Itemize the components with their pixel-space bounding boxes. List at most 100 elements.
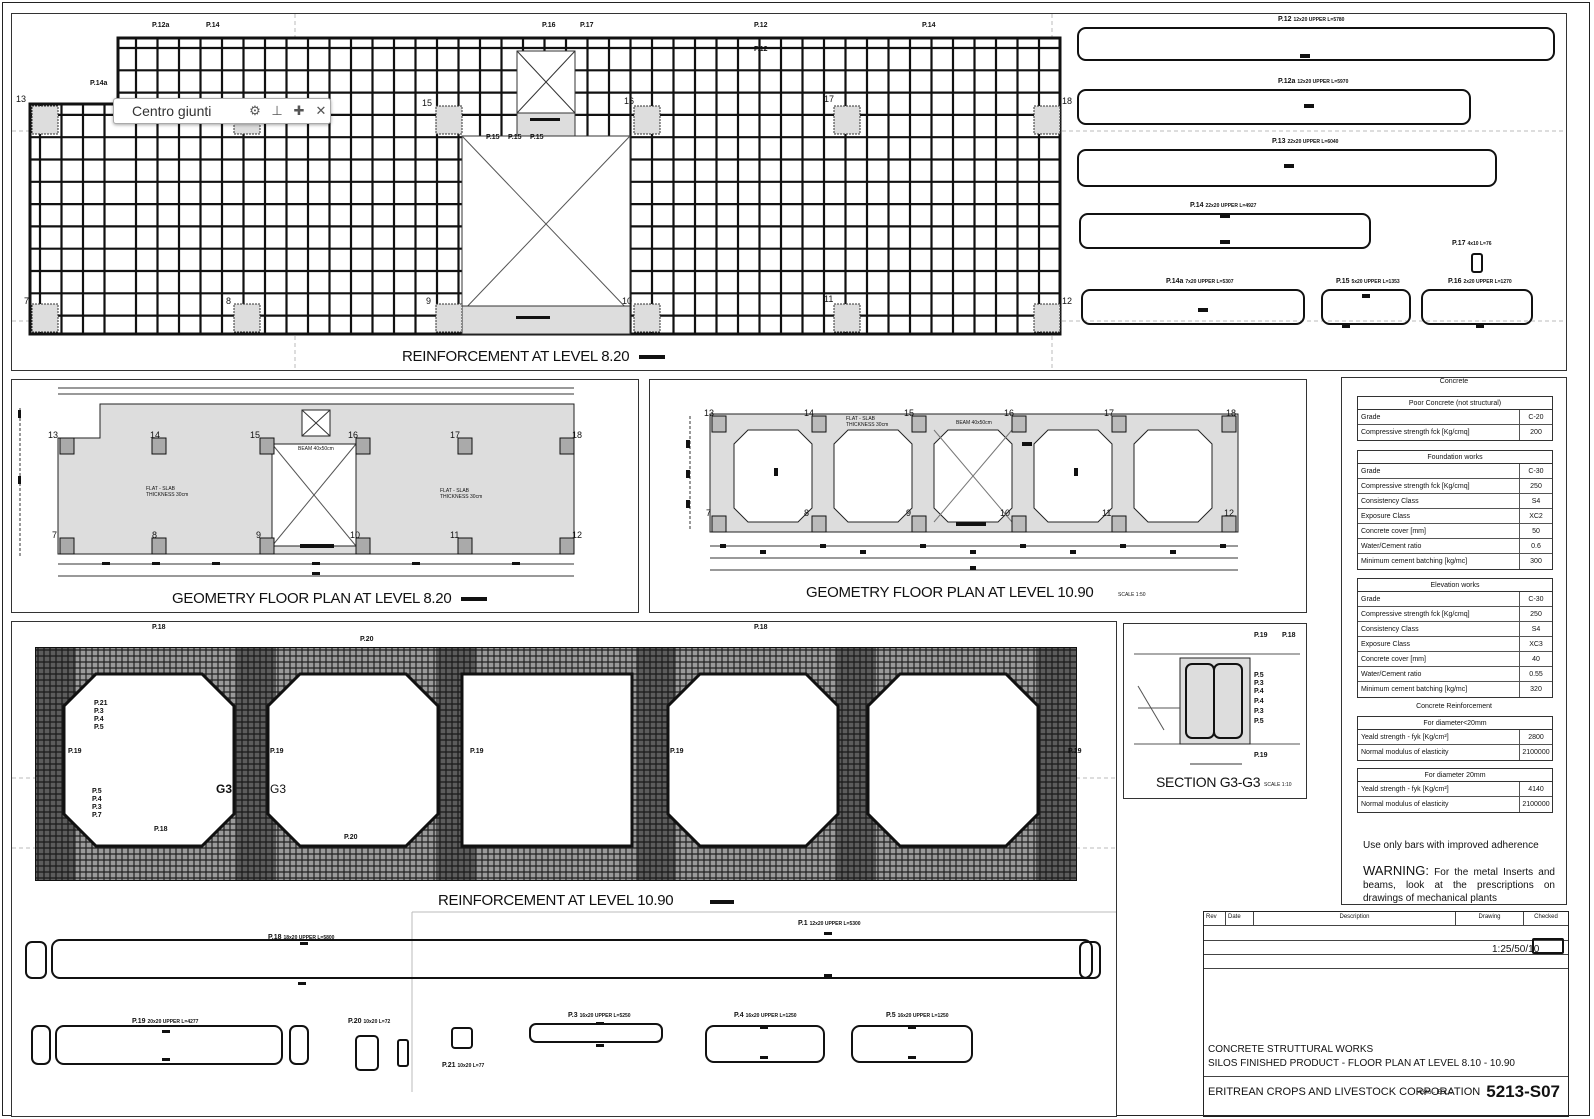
bar-schedule-shapes [1077,27,1555,328]
reinf-p20-bot: P.20 [344,834,358,841]
label-p15-b: P.15 [508,134,522,141]
schedule-p15: P.15 5x20 UPPER L=1353 [1336,278,1400,285]
geometry-820-plan [18,387,575,577]
section-mark-g3-right: G3 [270,782,287,796]
geo1090-axis-18: 18 [1226,408,1237,418]
reinf-p20-top: P.20 [360,636,374,643]
axis-15: 15 [422,98,433,108]
schedule-p14a: P.14a 7x20 UPPER L=5307 [1166,278,1234,285]
title-section-g3: SECTION G3-G3 [1156,774,1261,790]
label-p12: P.12 [754,22,768,29]
geo1090-axis-8: 8 [804,508,810,518]
axis-16: 16 [624,96,635,106]
spec-group-title: Foundation works [1358,451,1552,464]
geo820-axis-8: 8 [152,530,158,540]
geo820-axis-18: 18 [572,430,583,440]
geo1090-axis-17: 17 [1104,408,1115,418]
geo1090-axis-15: 15 [904,408,915,418]
schedule-p14: P.14 22x20 UPPER L=4927 [1190,202,1257,209]
label-p15-a: P.15 [486,134,500,141]
bar-schedule: P.12 12x20 UPPER L=5780 P.12a 12x20 UPPE… [1072,14,1566,370]
geometry-1090-plan [686,413,1239,571]
reinf-p3: P.3 [94,708,104,715]
label-p16: P.16 [542,22,556,29]
label-p14a: P.14a [90,80,108,87]
bar-p4: P.4 16x20 UPPER L=1250 [734,1012,797,1019]
geo820-axis-15: 15 [250,430,261,440]
reinf-p4-b: P.4 [92,796,102,803]
geo1090-axis-7: 7 [706,508,712,518]
geo820-axis-14: 14 [150,430,161,440]
panel-geometry-1090: 13 14 15 16 17 18 7 8 9 10 11 12 FLAT - … [649,379,1307,613]
spec-diameter-small: For diameter<20mm Yeald strength - fyk [… [1357,716,1553,761]
spec-reinforcement-title: Concrete Reinforcement [1416,703,1492,710]
plus-icon[interactable]: ✚ [293,103,305,118]
section-p19-bot: P.19 [1254,752,1268,759]
schedule-p17: P.17 4x10 L=76 [1452,240,1492,247]
title-block: Rev Date Description Drawing Checked 1:2… [1203,911,1569,1117]
geo820-axis-17: 17 [450,430,461,440]
panel-section-g3: P.19 P.18 P.5 P.3 P.4 P.4 P.3 P.5 P.19 S… [1123,623,1307,799]
bar-p18: P.18 18x20 UPPER L=5800 [268,934,335,941]
spec-row: Minimum cement batching [kg/mc]300 [1358,554,1552,569]
section-p19-top: P.19 [1254,632,1268,639]
section-p5-b: P.5 [1254,718,1264,725]
reinf-p7: P.7 [92,812,102,819]
project-title-1: CONCRETE STRUTTURAL WORKS [1208,1044,1374,1055]
close-icon[interactable]: ✕ [315,103,327,118]
geo1090-axis-11: 11 [1102,508,1112,518]
label-p15-c: P.15 [530,134,544,141]
section-p4-b: P.4 [1254,698,1264,705]
schedule-p13: P.13 22x20 UPPER L=6040 [1272,138,1339,145]
scale-geometry-1090: SCALE 1:50 [1118,592,1146,598]
gear-icon[interactable]: ⚙ [249,103,261,118]
bar-p21: P.21 10x20 L=77 [442,1062,485,1069]
title-reinforcement-820: REINFORCEMENT AT LEVEL 8.20 [402,348,666,365]
bar-p1: P.1 12x20 UPPER L=5300 [798,920,861,927]
reinf-p19-a: P.19 [68,748,82,755]
axis-12: 12 [1062,296,1073,306]
geo820-axis-7: 7 [52,530,58,540]
beam-label-1090: BEAM 40x50cm [956,420,992,426]
note-warning: WARNING: For the metal Inserts and beams… [1363,863,1555,904]
pin-icon[interactable]: ⊥ [271,103,283,118]
spec-row: Minimum cement batching [kg/mc]320 [1358,682,1552,697]
geo820-axis-10: 10 [350,530,361,540]
section-p18-top: P.18 [1282,632,1296,639]
schedule-p12a: P.12a 12x20 UPPER L=5970 [1278,78,1349,85]
title-geometry-820: GEOMETRY FLOOR PLAN AT LEVEL 8.20 [172,590,488,607]
spec-row: Compressive strength fck [Kg/cmq]250 [1358,607,1552,622]
geo1090-axis-10: 10 [1000,508,1011,518]
reinf-p19-e: P.19 [1068,748,1082,755]
note-adherence: Use only bars with improved adherence [1363,840,1539,851]
reinf-p19-b: P.19 [270,748,284,755]
axis-7: 7 [24,296,30,306]
geo820-axis-9: 9 [256,530,262,540]
joint-center-toolbar[interactable]: Centro giunti ⚙ ⊥ ✚ ✕ [113,98,331,124]
spec-row: Concrete cover [mm]50 [1358,524,1552,539]
axis-8: 8 [226,296,232,306]
label-p12-col: P.12 [754,46,768,53]
beam-label: BEAM 40x50cm [298,446,334,452]
project-title-2: SILOS FINISHED PRODUCT - FLOOR PLAN AT L… [1208,1058,1515,1069]
reinf-p3-b: P.3 [92,804,102,811]
concrete-spec-panel: Concrete Poor Concrete (not structural) … [1341,377,1567,905]
scale-value: 1:25/50/10 [1492,944,1540,955]
geo820-axis-16: 16 [348,430,359,440]
label-p17: P.17 [580,22,594,29]
geo820-axis-11: 11 [450,530,460,540]
